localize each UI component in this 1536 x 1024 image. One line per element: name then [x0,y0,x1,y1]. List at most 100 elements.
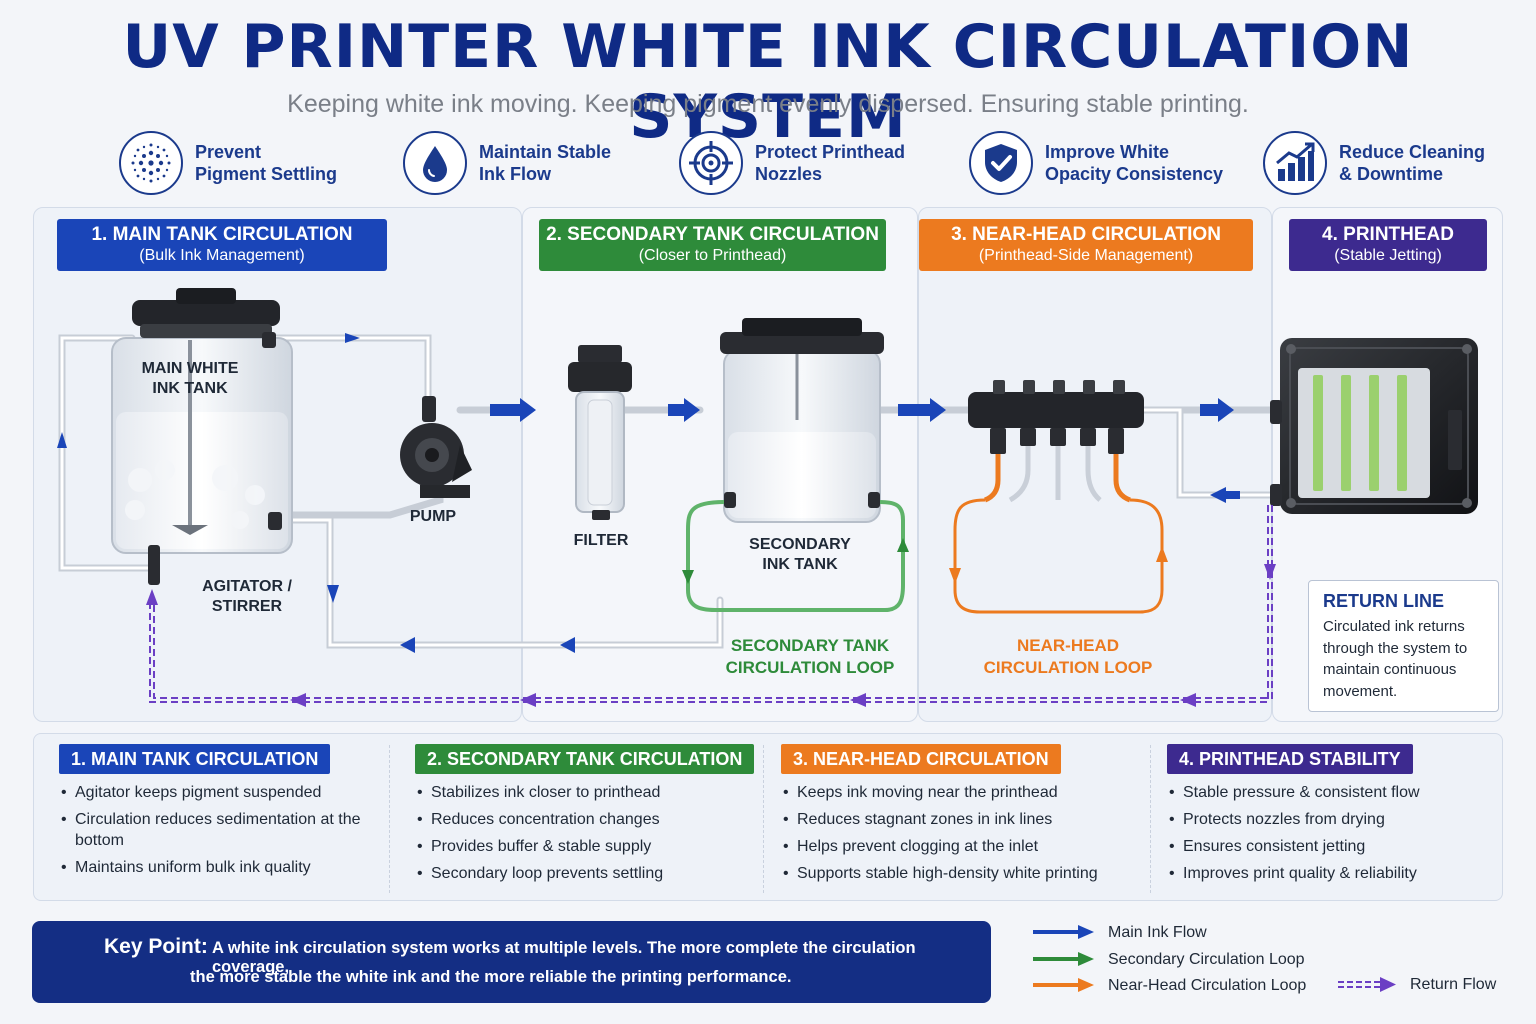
arrow-return-flow [146,589,158,605]
filter [568,345,632,520]
main-flow-arrows [57,333,1240,653]
arrow-main-flow [1210,487,1240,503]
particles-icon [119,131,183,195]
arrow-main-flow [345,333,360,343]
legend-swatch-main-flow [1033,925,1094,939]
stage-label-main-tank: 1. MAIN TANK CIRCULATION(Bulk Ink Manage… [57,219,387,271]
key-point-banner: Key Point: A white ink circulation syste… [32,921,991,1003]
info-item: Reduces stagnant zones in ink lines [781,809,1146,830]
pump [400,396,472,498]
info-divider [1150,745,1151,893]
legend-swatches [1033,925,1396,992]
info-item: Reduces concentration changes [415,809,755,830]
info-item: Ensures consistent jetting [1167,836,1487,857]
page-subtitle: Keeping white ink moving. Keeping pigmen… [287,90,1249,118]
arrow-main-flow [400,637,415,653]
info-item: Helps prevent clogging at the inlet [781,836,1146,857]
label-agitator: AGITATOR /STIRRER [202,578,292,615]
info-item: Protects nozzles from drying [1167,809,1487,830]
benefit-reduce-cleaning: Reduce Cleaning& Downtime [1263,130,1485,196]
info-main-tank: 1. MAIN TANK CIRCULATION Agitator keeps … [59,744,379,884]
info-item: Stabilizes ink closer to printhead [415,782,755,803]
legend-near-head-loop: Near-Head Circulation Loop [1108,977,1307,994]
info-heading: 4. PRINTHEAD STABILITY [1167,744,1413,774]
arrow-main-flow [490,398,536,422]
arrow-main-flow [560,637,575,653]
arrow-return-flow [1180,693,1196,707]
info-item: Maintains uniform bulk ink quality [59,857,379,878]
info-item: Provides buffer & stable supply [415,836,755,857]
stage-label-near-head: 3. NEAR-HEAD CIRCULATION(Printhead-Side … [919,219,1253,271]
info-heading: 3. NEAR-HEAD CIRCULATION [781,744,1061,774]
return-line-title: RETURN LINE [1323,591,1444,611]
arrow-near-head-loop [949,568,961,584]
info-item: Keeps ink moving near the printhead [781,782,1146,803]
arrow-secondary-loop [897,538,909,552]
near-head-loop [949,498,1168,614]
info-item: Circulation reduces sedimentation at the… [59,809,379,851]
info-secondary-tank: 2. SECONDARY TANK CIRCULATION Stabilizes… [415,744,755,890]
secondary-loop [682,500,909,612]
legend-swatch-return [1338,977,1396,992]
return-line-box: RETURN LINE Circulated ink returns throu… [1308,580,1499,712]
near-head-manifold [968,380,1144,503]
info-printhead: 4. PRINTHEAD STABILITY Stable pressure &… [1167,744,1487,890]
key-point-text: the more stable the white ink and the mo… [190,968,792,986]
return-flow [149,505,1273,703]
shield-check-icon [969,131,1033,195]
stage-label-printhead: 4. PRINTHEAD(Stable Jetting) [1289,219,1487,271]
return-line-desc: Circulated ink returns through the syste… [1323,618,1468,700]
info-item: Supports stable high-density white print… [781,863,1146,884]
legend-main-flow: Main Ink Flow [1108,924,1207,941]
arrow-secondary-loop [682,570,694,584]
arrow-main-flow [898,398,946,422]
near-head-loop-line [953,498,1164,614]
info-heading: 2. SECONDARY TANK CIRCULATION [415,744,755,774]
return-flow-arrows [146,564,1276,707]
arrow-return-flow [290,693,306,707]
secondary-loop-line [686,500,905,612]
benefit-text: Reduce Cleaning& Downtime [1339,142,1486,184]
page-title: UV PRINTER WHITE INK CIRCULATION SYSTEM [122,12,1414,152]
legend-secondary-loop: Secondary Circulation Loop [1108,951,1305,968]
info-item: Improves print quality & reliability [1167,863,1487,884]
legend-swatch-secondary [1033,952,1094,966]
info-divider [389,745,390,893]
info-item: Agitator keeps pigment suspended [59,782,379,803]
arrow-return-flow [1264,564,1276,580]
label-pump: PUMP [409,508,457,525]
info-item: Stable pressure & consistent flow [1167,782,1487,803]
key-point-label: Key Point: [104,935,208,958]
section-near-head [918,207,1272,722]
label-filter: FILTER [573,532,629,549]
crosshair-icon [679,131,743,195]
arrow-return-flow [520,693,536,707]
stage-label-secondary-tank: 2. SECONDARY TANK CIRCULATION(Closer to … [539,219,886,271]
info-divider [763,745,764,893]
legend-return-flow: Return Flow [1410,976,1497,993]
printhead [1270,338,1478,514]
arrow-return-flow [850,693,866,707]
arrow-main-flow [668,398,700,422]
info-item: Secondary loop prevents settling [415,863,755,884]
droplet-icon [403,131,467,195]
arrow-main-flow [57,432,67,448]
info-near-head: 3. NEAR-HEAD CIRCULATION Keeps ink movin… [781,744,1146,890]
main-white-ink-tank [111,288,293,585]
key-point-text: A white ink circulation system works at … [212,939,916,976]
legend-swatch-near-head [1033,978,1094,992]
bar-chart-icon [1263,131,1327,195]
